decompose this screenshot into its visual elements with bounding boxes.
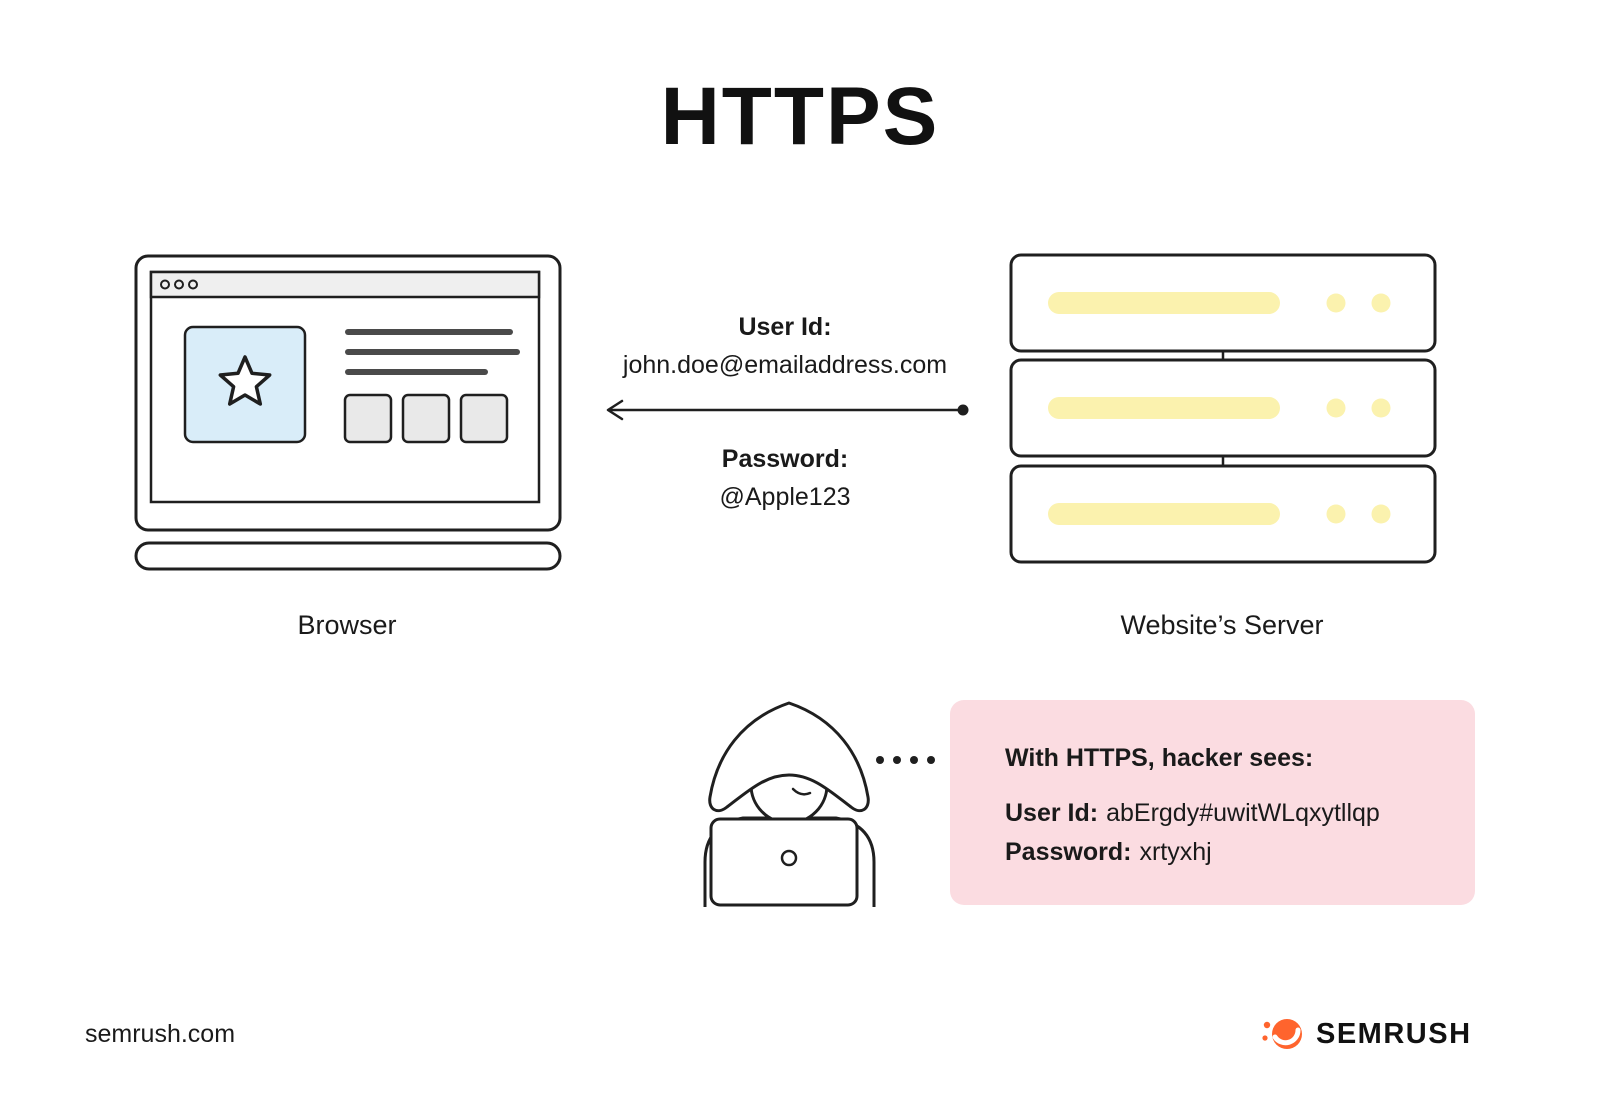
semrush-logo-icon (1262, 1019, 1302, 1049)
semrush-wordmark: SEMRUSH (1316, 1017, 1472, 1050)
page-title: HTTPS (660, 71, 940, 162)
server-icon (1008, 250, 1438, 575)
footer-brand: SEMRUSH (1262, 1014, 1472, 1054)
hacker-icon (697, 697, 882, 914)
hacker-password-label: Password: (1005, 838, 1132, 866)
browser-window-icon (130, 250, 565, 580)
hacker-password-line: Password:xrtyxhj (1005, 838, 1212, 867)
dotted-trail-icon (872, 752, 942, 773)
message-password-value: @Apple123 (719, 483, 851, 511)
arrow-left-icon (595, 396, 975, 429)
server-label: Website’s Server (1120, 610, 1324, 640)
message-user-id-label: User Id: (738, 313, 832, 341)
hacker-user-id-value: abErgdy#uwitWLqxytllqp (1106, 799, 1380, 827)
server-svg (1009, 253, 1437, 564)
hacker-user-id-label: User Id: (1005, 799, 1099, 827)
hacker-sees-panel: With HTTPS, hacker sees: User Id:abErgdy… (950, 700, 1475, 905)
message-password-label: Password: (721, 445, 849, 473)
star-icon (218, 355, 272, 406)
message-user-id-value: john.doe@emailaddress.com (622, 351, 948, 379)
hacker-user-id-line: User Id:abErgdy#uwitWLqxytllqp (1005, 799, 1380, 828)
browser-window-svg (134, 254, 562, 571)
footer-website: semrush.com (85, 1020, 236, 1048)
browser-label: Browser (297, 610, 397, 640)
hacker-password-value: xrtyxhj (1139, 838, 1212, 866)
hacker-panel-heading: With HTTPS, hacker sees: (1005, 744, 1314, 772)
